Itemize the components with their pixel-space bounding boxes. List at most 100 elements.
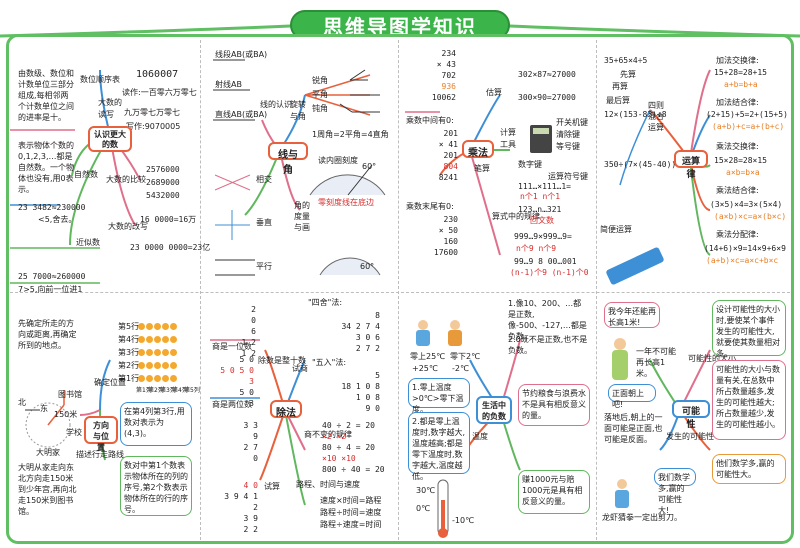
school-label: 学校 — [66, 428, 82, 437]
col-label: 第5列 — [184, 387, 200, 394]
angle-60b: 60° — [360, 262, 375, 271]
div-line: 34 2 7 4 — [341, 322, 380, 331]
division-4: 4 0 3 9 4 1 2 3 9 2 2 — [224, 480, 258, 535]
vertical-mult-1: 234 × 43 702 936 10062 — [418, 48, 456, 103]
read-write-label: 读写 — [98, 110, 114, 119]
written-calc-label: 笔算 — [474, 164, 490, 173]
calc-key: 开关机键 — [556, 118, 588, 127]
hub-multiplication: 乘法 — [462, 140, 494, 159]
natural-number-note: 表示物体个数的0,1,2,3,…都是自然数。一个物体也没有,用0表示。 — [18, 141, 74, 194]
divider — [398, 40, 399, 540]
happen-label: 发生的可能性 — [666, 432, 714, 441]
vm-line: × 50 — [438, 226, 458, 235]
quantity-note: 可能性的大小与数量有关,在总数中所占数量越多,发生的可能性越大;所占数量越少,发… — [712, 360, 786, 440]
pattern-2b: n个9 n个9 — [516, 244, 557, 253]
div-line: 18 1 0 8 — [341, 382, 380, 391]
gain-loss-note: 赚1000元与赔1000元是具有相反意义的量。 — [518, 470, 590, 514]
vm-line: × 41 — [438, 140, 458, 149]
div-line: 3 9 4 1 2 — [224, 492, 258, 512]
home-label: 大明家 — [36, 448, 60, 457]
division-2: 5 0 5 0 5 0 3 5 0 3 — [214, 354, 254, 409]
speed-formula: 路程÷时间=速度 — [320, 508, 382, 517]
coordinate-note: 在第4列第3行,用数对表示为(4,3)。 — [120, 402, 192, 446]
first-step: 先算 — [620, 70, 636, 79]
div-line: 1 2 — [241, 349, 256, 358]
hub-division-label: 除法 — [276, 408, 296, 419]
rule-line: 800 ÷ 40 = 20 — [322, 465, 385, 474]
law-distributive-formula: (a+b)×c=a×c+b×c — [706, 256, 779, 265]
law-distributive: 乘法分配律: — [716, 230, 759, 239]
rule-line: ×10 ×10 — [322, 454, 356, 463]
pattern-2d: (n-1)个9 (n-1)个0 — [510, 268, 589, 277]
div-line: 4 0 — [243, 481, 258, 490]
divider — [596, 40, 597, 540]
row-label: 第3行 — [118, 348, 140, 357]
rule-line: ×2 ×2 — [322, 432, 347, 441]
ray-label: 射线AB — [215, 80, 242, 89]
calc-key: 数字键 — [518, 160, 542, 169]
law-mul-assoc: 乘法结合律: — [716, 186, 759, 195]
pair-explanation: 数对中第1个数表示物体所在的列的序号,第2个数表示物体所在的行的序号。 — [120, 456, 192, 516]
pos-neg-rule-2: 2.0既不是正数,也不是负数。 — [508, 335, 588, 355]
locate-label: 确定位置 — [94, 378, 126, 387]
vm-line: 17600 — [433, 248, 458, 257]
vm-line: × 43 — [436, 60, 456, 69]
two-digit-quotient: 商是两位数 — [212, 400, 252, 409]
library-label: 图书馆 — [58, 390, 82, 399]
straight-angle-label: 平角 — [312, 90, 328, 99]
line-recognition: 线的认识 — [260, 100, 292, 109]
speed-formula: 速度×时间=路程 — [320, 496, 382, 505]
single-quotient-label: 商是一位数 — [212, 342, 252, 351]
div-line: 5 0 — [239, 388, 254, 397]
rewrite-example-1: 16 0000=16万 — [140, 215, 197, 224]
minus-2: -2℃ — [452, 364, 469, 373]
obtuse-angle-label: 钝角 — [312, 104, 328, 113]
approx-example-2: 25 7000≈260000 — [18, 272, 86, 281]
simplify-label: 简便运算 — [600, 225, 632, 234]
acute-angle-label: 锐角 — [312, 76, 328, 85]
mixed-example-1: 35+65×4÷5 — [604, 56, 648, 65]
col-label: 第3列 — [160, 387, 176, 394]
rule-line: 80 ÷ 4 = 20 — [322, 443, 375, 452]
divider — [10, 292, 790, 293]
middle-zero-note: 乘数中间有0: — [406, 116, 454, 125]
estimate-result: 300×90=27000 — [518, 93, 576, 102]
seat-row — [138, 335, 178, 345]
hub-probability: 可能性 — [672, 400, 710, 430]
col-label: 第1列 — [136, 387, 152, 394]
pattern-1c: 123…n…321 — [518, 205, 562, 214]
temp-compare-1: 1.零上温度>0℃>零下温度。 — [408, 378, 470, 414]
vm-line: 804 — [443, 162, 458, 171]
approx-rule-1: <5,舍去。 — [38, 215, 77, 224]
round-down-example: 8 34 2 7 4 3 0 6 2 7 2 — [308, 310, 380, 354]
rotation-label: 旋转 — [290, 100, 306, 109]
vertical-mult-2: 201 × 41 201 804 8241 — [418, 128, 458, 183]
read-example: 九万零七万零七 — [124, 108, 180, 117]
temp-compare-2: 2.都是零上温度时,数字越大,温度越高;都是零下温度时,数字越大,温度越低。 — [408, 412, 470, 481]
div-line: 0 — [253, 454, 258, 463]
distance-label: 150米 — [54, 410, 78, 419]
mixed-example-3: 350÷(7×(45-40)) — [604, 160, 677, 169]
write-as: 写作:9070005 — [126, 122, 181, 131]
col-label: 第2列 — [148, 387, 164, 394]
calc-key: 运算符号键 — [548, 172, 588, 181]
calc-label: 计算 — [500, 128, 516, 137]
rule-line: 40 ÷ 2 = 20 — [322, 421, 375, 430]
vm-line: 160 — [443, 237, 458, 246]
seat-row — [138, 361, 178, 371]
row-label: 第4行 — [118, 335, 140, 344]
div-line: 8 — [375, 311, 380, 320]
vm-line: 201 — [443, 151, 458, 160]
calc-key: 清除键 — [556, 130, 580, 139]
vertical-mult-3: 230 × 50 160 17600 — [418, 214, 458, 258]
trial-quotient-label: 试商 — [292, 364, 308, 373]
estimate-example: 302×87≈27000 — [518, 70, 576, 79]
design-note: 设计可能性的大小时,要使某个事件发生的可能性大,就要使其数量相对多。 — [712, 300, 786, 358]
seat-row — [138, 322, 178, 332]
compare-value: 2689000 — [146, 178, 180, 187]
big-number-label: 大数的 — [98, 98, 122, 107]
direction-intro: 先确定所走的方向或距离,再确定所到的地点。 — [18, 319, 77, 350]
lobster-answer: 龙虾猜拳一定出剪刀。 — [602, 513, 682, 522]
read-as: 读作:一百零六万零七 — [122, 88, 197, 97]
law-mul-comm-ex: 15×28=28×15 — [714, 156, 767, 165]
